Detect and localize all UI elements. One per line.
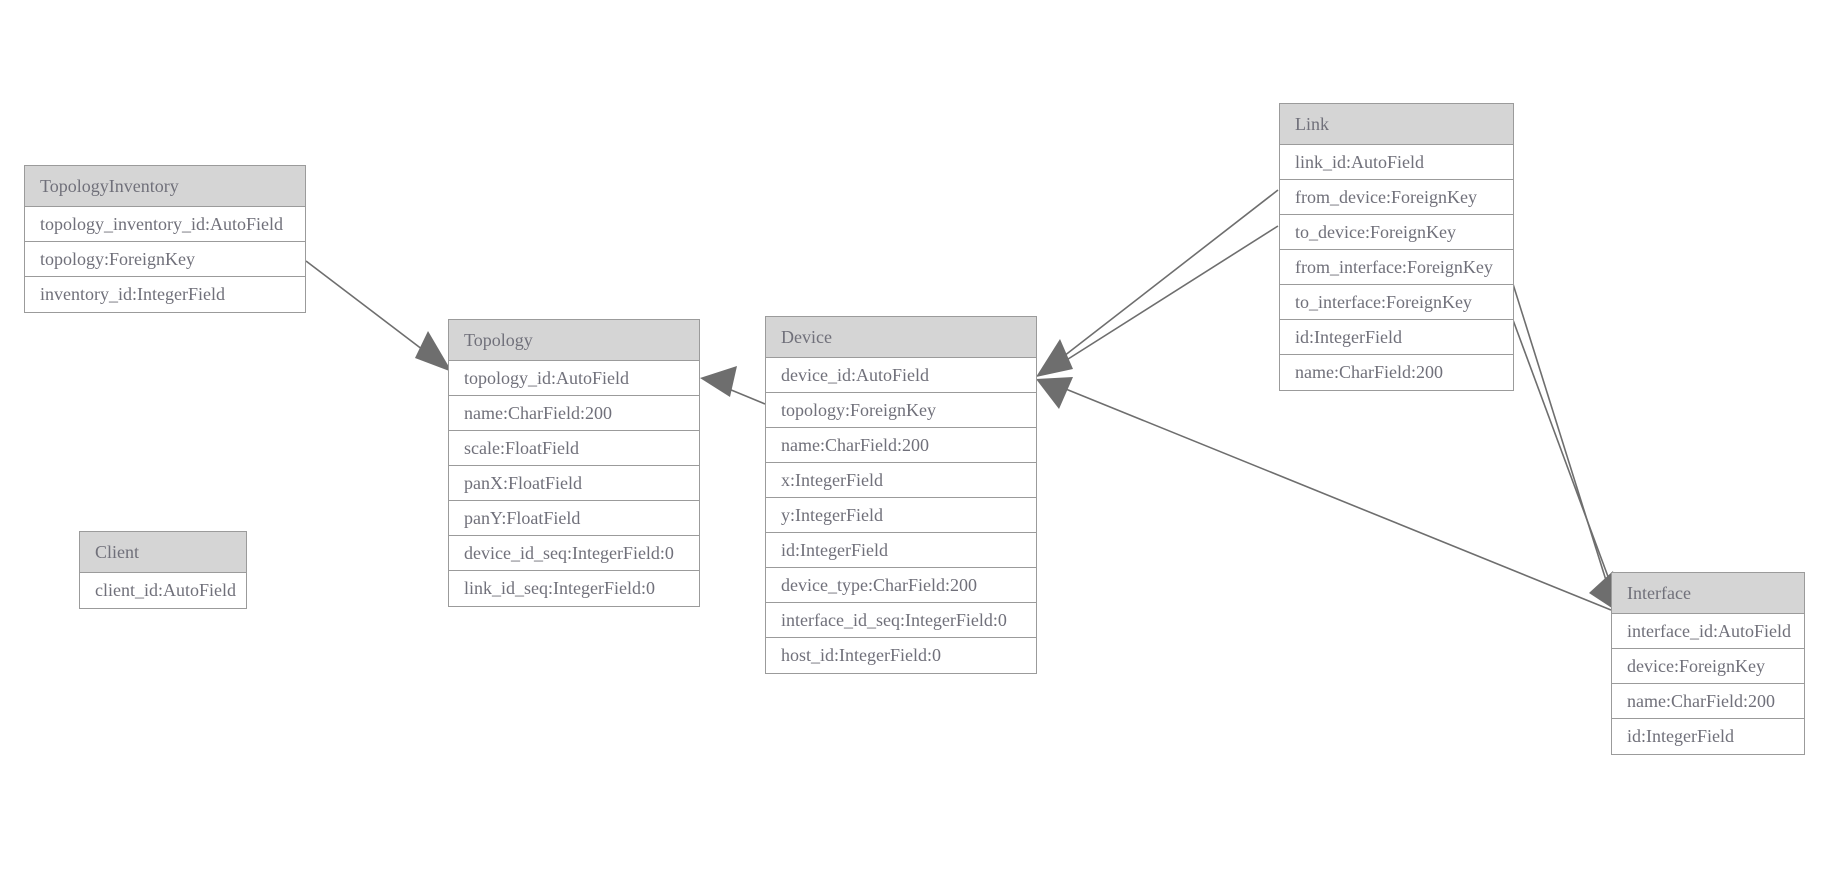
entity-field: topology_inventory_id:AutoField [25,207,305,242]
entity-field: device:ForeignKey [1612,649,1804,684]
entity-device[interactable]: Device device_id:AutoField topology:Fore… [765,316,1037,674]
entity-field: y:IntegerField [766,498,1036,533]
entity-field: x:IntegerField [766,463,1036,498]
entity-client[interactable]: Client client_id:AutoField [79,531,247,609]
entity-field: link_id_seq:IntegerField:0 [464,578,655,598]
entity-field: to_interface:ForeignKey [1280,285,1513,320]
entity-field: device_id_seq:IntegerField:0 [449,536,699,571]
arrowhead-topology-right [700,366,737,397]
entity-title: Interface [1612,573,1804,614]
entity-field: from_interface:ForeignKey [1280,250,1513,285]
entity-field: topology_id:AutoField [449,361,699,396]
entity-field: scale:FloatField [449,431,699,466]
edge-topologyinventory-topology [305,260,453,373]
entity-field: host_id:IntegerField:0 [781,645,941,665]
entity-field: name:CharField:200 [766,428,1036,463]
entity-field: name:CharField:200 [449,396,699,431]
entity-field: name:CharField:200 [1295,362,1443,382]
entity-field: inventory_id:IntegerField [40,284,225,304]
entity-title: Client [80,532,246,573]
edge-interface-device [1045,380,1612,611]
entity-title: Link [1280,104,1513,145]
entity-topology[interactable]: Topology topology_id:AutoField name:Char… [448,319,700,607]
entity-title: Topology [449,320,699,361]
entity-field: id:IntegerField [766,533,1036,568]
entity-link[interactable]: Link link_id:AutoField from_device:Forei… [1279,103,1514,391]
arrowhead-topology [415,331,452,372]
edge-link-to-device [1045,225,1279,374]
edge-link-to-interface [1512,319,1621,610]
entity-field: topology:ForeignKey [25,242,305,277]
entity-field: name:CharField:200 [1612,684,1804,719]
entity-field: device_type:CharField:200 [766,568,1036,603]
entity-field: interface_id_seq:IntegerField:0 [766,603,1036,638]
entity-field: link_id:AutoField [1280,145,1513,180]
entity-field: from_device:ForeignKey [1280,180,1513,215]
entity-field: device_id:AutoField [766,358,1036,393]
arrowhead-device-lower [1036,377,1073,409]
entity-field: client_id:AutoField [95,580,236,600]
entity-interface[interactable]: Interface interface_id:AutoField device:… [1611,572,1805,755]
entity-title: TopologyInventory [25,166,305,207]
entity-topology-inventory[interactable]: TopologyInventory topology_inventory_id:… [24,165,306,313]
entity-field: panY:FloatField [449,501,699,536]
entity-field: id:IntegerField [1627,726,1734,746]
entity-field: to_device:ForeignKey [1280,215,1513,250]
entity-field: id:IntegerField [1280,320,1513,355]
arrowhead-device-upper [1036,339,1073,377]
entity-title: Device [766,317,1036,358]
edge-device-topology [706,379,766,405]
edge-link-from-interface [1512,283,1616,610]
entity-field: topology:ForeignKey [766,393,1036,428]
edge-link-from-device [1045,189,1279,371]
entity-field: panX:FloatField [449,466,699,501]
entity-field: interface_id:AutoField [1612,614,1804,649]
